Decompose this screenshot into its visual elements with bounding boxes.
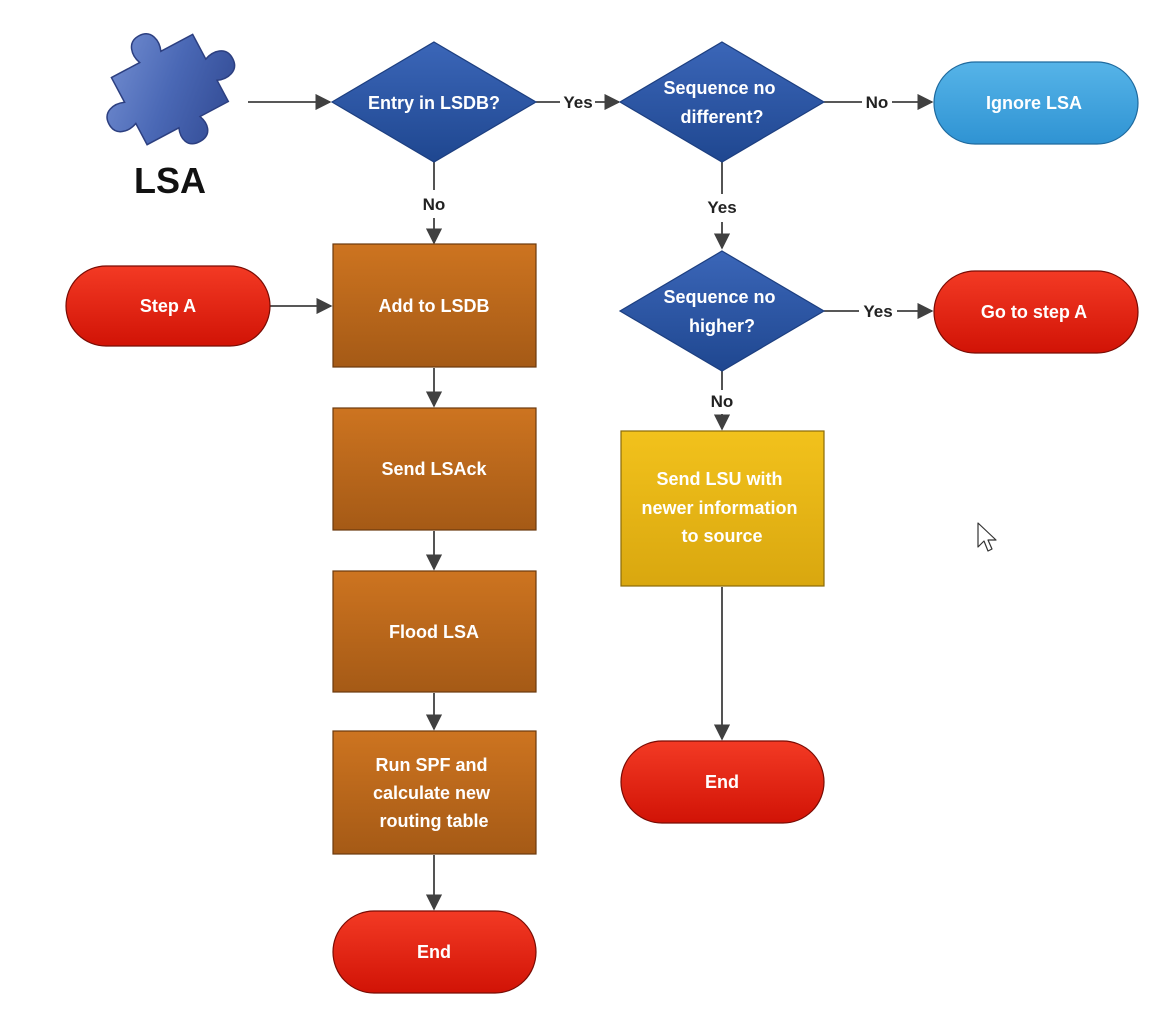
edge-label-entry-no: No (423, 195, 446, 214)
process-run-spf: Run SPF and calculate new routing table (332, 730, 537, 855)
edge-label-diff-yes: Yes (707, 198, 736, 217)
terminal-end-right: End (620, 740, 825, 824)
terminal-goto-label: Go to step A (981, 302, 1087, 322)
process-flood-lsa: Flood LSA (332, 570, 537, 693)
terminal-go-to-step-a: Go to step A (933, 270, 1139, 354)
terminal-ignore-lsa: Ignore LSA (933, 61, 1139, 145)
process-send-lsack: Send LSAck (332, 407, 537, 531)
process-send-lsu: Send LSU with newer information to sourc… (620, 430, 825, 587)
process-lsu-label: Send LSU with newer information to sourc… (641, 469, 802, 546)
edge-label-higher-yes: Yes (863, 302, 892, 321)
terminal-step-a-label: Step A (140, 296, 196, 316)
edge-label-entry-yes: Yes (563, 93, 592, 112)
decision-entry-in-lsdb: Entry in LSDB? (330, 41, 538, 163)
connectors (248, 93, 934, 911)
edge-labels: Yes No No Yes Yes No (423, 93, 893, 411)
process-add-label: Add to LSDB (379, 296, 490, 316)
terminal-step-a: Step A (65, 265, 271, 347)
page-title: LSA (134, 160, 206, 201)
terminal-end-left-label: End (417, 942, 451, 962)
decision-entry-label: Entry in LSDB? (368, 93, 500, 113)
decision-sequence-different: Sequence no different? (618, 41, 826, 163)
terminal-end-right-label: End (705, 772, 739, 792)
puzzle-piece-icon (106, 33, 236, 146)
terminal-end-left: End (332, 910, 537, 994)
decision-higher-label: Sequence no higher? (663, 287, 780, 336)
process-add-to-lsdb: Add to LSDB (332, 243, 537, 368)
decision-diff-label: Sequence no different? (663, 78, 780, 127)
edge-label-higher-no: No (711, 392, 734, 411)
edge-label-diff-no: No (866, 93, 889, 112)
process-flood-label: Flood LSA (389, 622, 479, 642)
process-lsack-label: Send LSAck (381, 459, 487, 479)
process-spf-label: Run SPF and calculate new routing table (373, 755, 495, 831)
terminal-ignore-label: Ignore LSA (986, 93, 1082, 113)
decision-sequence-higher: Sequence no higher? (618, 250, 826, 372)
mouse-cursor-icon (977, 522, 997, 552)
